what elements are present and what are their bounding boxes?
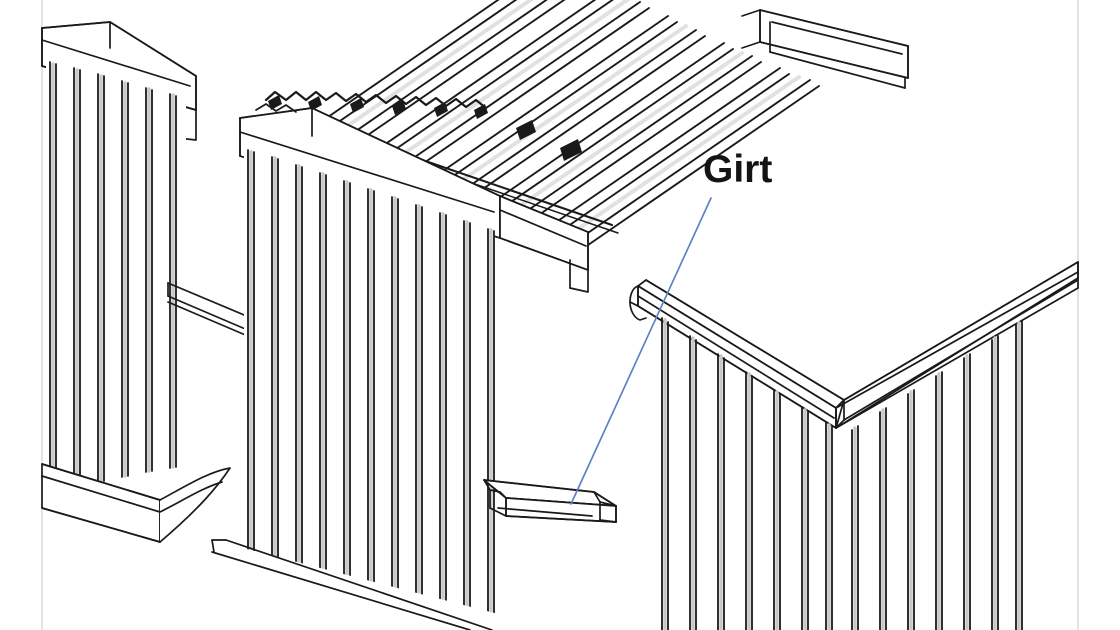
base-trim-left xyxy=(41,463,231,543)
wall-assembly-center xyxy=(211,103,589,630)
corner-cap-trim xyxy=(629,261,1079,429)
wall-panel-right-front xyxy=(661,317,833,630)
wall-assembly-left xyxy=(41,21,231,543)
page-border xyxy=(41,0,1079,630)
wall-panel-center xyxy=(244,149,495,630)
wall-assembly-right xyxy=(629,261,1079,630)
wall-panel-right-side xyxy=(851,320,1023,630)
wall-panel-left xyxy=(46,61,186,496)
girt-leader-line xyxy=(570,197,712,505)
girt-callout-label: Girt xyxy=(703,148,773,191)
girt-highlighted xyxy=(483,479,617,523)
base-trim-center xyxy=(211,539,560,630)
roof-deck-panel xyxy=(264,0,867,255)
roof-edge-purlin xyxy=(741,9,909,89)
